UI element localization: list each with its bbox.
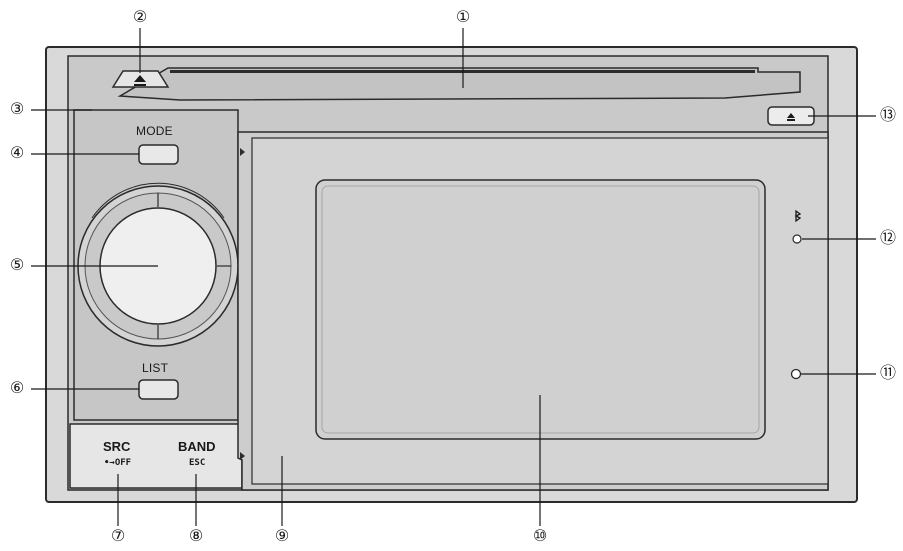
callout-4: ④ — [9, 143, 25, 162]
list-button[interactable] — [138, 379, 179, 400]
mode-button[interactable] — [138, 144, 179, 165]
band-label[interactable]: BAND — [178, 439, 216, 454]
leader-lines — [31, 28, 876, 526]
eject-icon — [134, 75, 146, 82]
callout-12: ⑫ — [879, 228, 896, 247]
callout-9: ⑨ — [274, 526, 290, 545]
eject-icon-bar — [134, 84, 146, 86]
src-label[interactable]: SRC — [103, 439, 131, 454]
src-sub-label: •→OFF — [104, 458, 132, 468]
detach-eject-icon-bar — [787, 119, 795, 121]
callout-10: ⑩ — [532, 526, 548, 545]
list-label: LIST — [142, 361, 169, 375]
detach-eject-icon — [787, 113, 795, 118]
disc-slot — [117, 67, 801, 101]
bluetooth-icon — [794, 209, 802, 223]
dial-arc-top — [91, 182, 225, 219]
callout-8: ⑧ — [188, 526, 204, 545]
panel-hinge-bottom — [240, 452, 245, 460]
band-sub-label: ESC — [189, 458, 206, 468]
callout-5: ⑤ — [9, 255, 25, 274]
remote-sensor — [790, 368, 802, 380]
callout-11: ⑪ — [879, 363, 896, 382]
callout-13: ⑬ — [879, 105, 896, 124]
callout-6: ⑥ — [9, 378, 25, 397]
callout-2: ② — [132, 7, 148, 26]
mode-label: MODE — [136, 124, 173, 138]
callout-3: ③ — [9, 99, 25, 118]
callout-7: ⑦ — [110, 526, 126, 545]
microphone — [792, 234, 802, 244]
src-band-panel — [69, 423, 243, 489]
callout-1: ① — [455, 7, 471, 26]
panel-hinge-top — [240, 148, 245, 156]
